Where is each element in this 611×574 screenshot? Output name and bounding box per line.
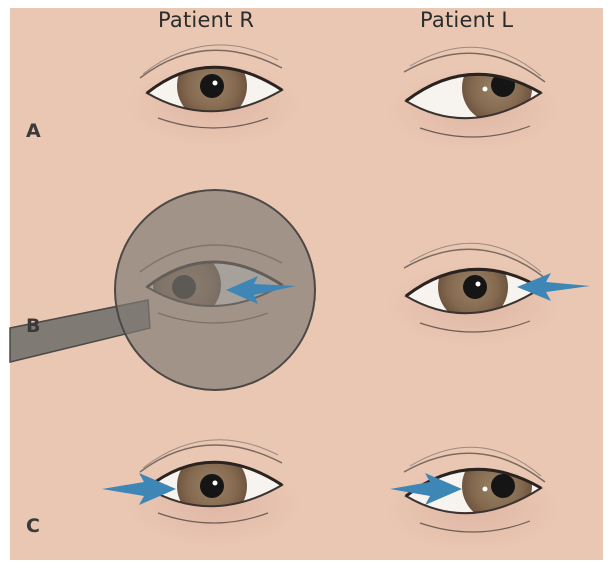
column-label-patient-r: Patient R <box>158 8 254 32</box>
row-label-b: B <box>26 315 40 337</box>
column-label-patient-l: Patient L <box>420 8 513 32</box>
row-label-a: A <box>26 120 41 142</box>
row-label-c: C <box>26 515 40 537</box>
occluder-paddle-icon <box>115 190 315 390</box>
